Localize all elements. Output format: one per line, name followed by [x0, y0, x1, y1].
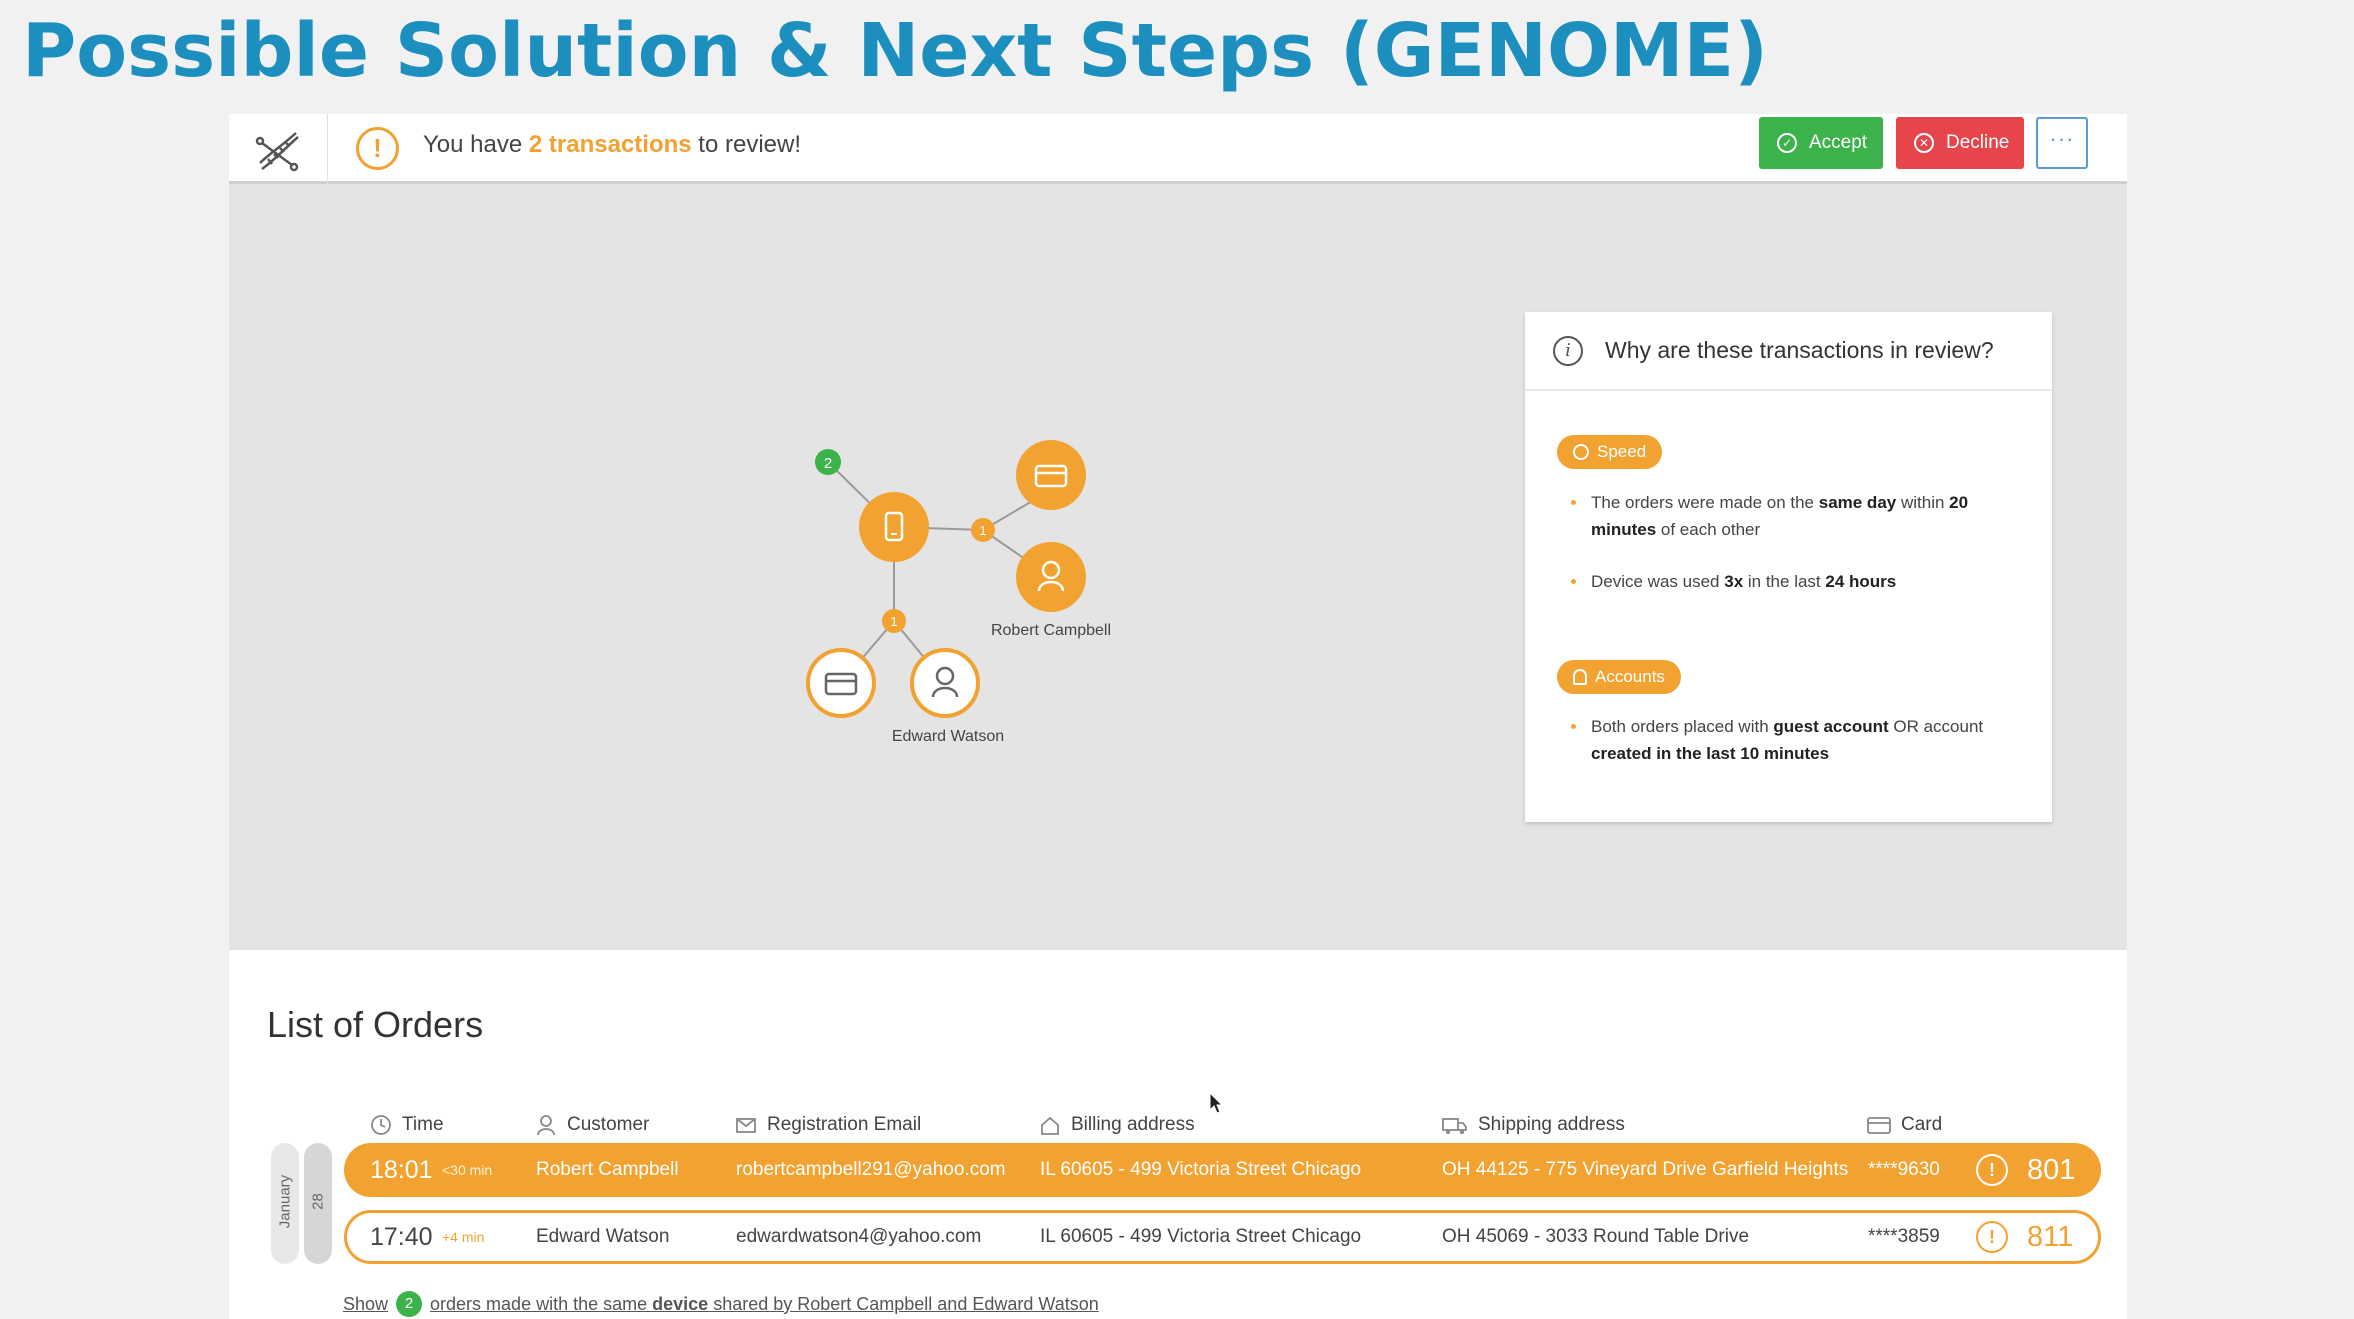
- order-card: ****9630: [1868, 1159, 1940, 1180]
- speed-tag: Speed: [1557, 435, 1663, 469]
- orders-title: List of Orders: [267, 1004, 484, 1045]
- col-email[interactable]: Registration Email: [735, 1114, 921, 1136]
- graph-badge-1-top[interactable]: 1: [971, 518, 995, 542]
- clock-icon: [1573, 444, 1589, 460]
- speed-reason-2: Device was used 3x in the last 24 hours: [1571, 568, 2021, 595]
- slide-title: Possible Solution & Next Steps (GENOME): [22, 8, 1768, 94]
- accept-label: Accept: [1809, 132, 1868, 153]
- month-label: January: [276, 1174, 294, 1229]
- risk-warning-icon: !: [1976, 1221, 2008, 1253]
- review-reasons-panel: i Why are these transactions in review? …: [1525, 312, 2052, 822]
- decline-button[interactable]: ✕ Decline: [1896, 117, 2024, 169]
- decline-label: Decline: [1946, 132, 2010, 153]
- speed-tag-label: Speed: [1597, 442, 1647, 461]
- order-row[interactable]: 18:01 <30 min Robert Campbell robertcamp…: [344, 1143, 2101, 1197]
- day-label: 28: [309, 1193, 327, 1210]
- relationship-graph-area: 2 1 1 Robert Campbell Edward Watson i Wh…: [229, 184, 2127, 950]
- accept-button[interactable]: ✓ Accept: [1759, 117, 1883, 169]
- shared-device-link[interactable]: Show 2 orders made with the same device …: [343, 1291, 1099, 1317]
- alert-prefix: You have: [423, 131, 523, 158]
- order-billing: IL 60605 - 499 Victoria Street Chicago: [1040, 1226, 1362, 1247]
- panel-title: Why are these transactions in review?: [1605, 337, 1994, 363]
- day-pill: 28: [304, 1143, 332, 1264]
- order-shipping: OH 45069 - 3033 Round Table Drive: [1442, 1226, 1750, 1247]
- col-customer[interactable]: Customer: [535, 1114, 649, 1136]
- warning-icon: !: [356, 127, 399, 170]
- badge-count-1-bottom: 1: [890, 614, 897, 629]
- order-customer: Edward Watson: [536, 1226, 670, 1247]
- speed-reason-1: The orders were made on the same day wit…: [1571, 489, 2021, 543]
- person-icon: [1573, 669, 1587, 685]
- risk-warning-icon: !: [1976, 1154, 2008, 1186]
- order-time-delta: <30 min: [442, 1162, 493, 1178]
- col-customer-label: Customer: [567, 1114, 650, 1135]
- order-time: 18:01: [370, 1155, 433, 1184]
- shared-count-badge: 2: [396, 1291, 423, 1317]
- col-shipping-label: Shipping address: [1478, 1114, 1625, 1135]
- mail-icon: [736, 1118, 756, 1133]
- order-customer: Robert Campbell: [536, 1159, 679, 1180]
- col-card[interactable]: Card: [1867, 1114, 1942, 1136]
- accounts-reason-1: Both orders placed with guest account OR…: [1571, 713, 2021, 767]
- genome-app-window: ! You have 2 transactions to review! ✓ A…: [229, 114, 2127, 1319]
- info-icon: i: [1553, 335, 1583, 366]
- col-shipping[interactable]: Shipping address: [1442, 1114, 1625, 1136]
- graph-badge-2[interactable]: 2: [815, 449, 841, 475]
- col-billing-label: Billing address: [1071, 1114, 1195, 1135]
- col-time-label: Time: [402, 1114, 444, 1135]
- robert-node-label: Robert Campbell: [991, 622, 1111, 639]
- order-email: robertcampbell291@yahoo.com: [736, 1159, 1006, 1180]
- person-icon: [537, 1115, 555, 1136]
- order-risk-score: 811: [2027, 1220, 2074, 1253]
- order-time-delta: +4 min: [442, 1229, 485, 1245]
- badge-count-2: 2: [824, 455, 832, 472]
- graph-badge-1-bottom[interactable]: 1: [882, 609, 906, 633]
- alert-suffix: to review!: [698, 131, 801, 158]
- graph-node-device[interactable]: [859, 492, 929, 562]
- badge-count-1-top: 1: [979, 523, 986, 538]
- order-row[interactable]: 17:40 +4 min Edward Watson edwardwatson4…: [344, 1210, 2101, 1264]
- x-circle-icon: ✕: [1914, 133, 1934, 153]
- truck-icon: [1442, 1118, 1467, 1134]
- graph-node-robert[interactable]: [1016, 542, 1086, 612]
- genome-logo-icon[interactable]: [229, 114, 328, 184]
- col-time[interactable]: Time: [370, 1114, 444, 1136]
- show-link[interactable]: Show: [343, 1293, 389, 1314]
- alert-transactions-count: 2 transactions: [528, 131, 692, 158]
- check-icon: ✓: [1777, 133, 1797, 153]
- col-email-label: Registration Email: [767, 1114, 922, 1135]
- graph-node-card-left[interactable]: [806, 648, 876, 718]
- edward-node-label: Edward Watson: [892, 728, 1004, 745]
- panel-header: i Why are these transactions in review?: [1525, 312, 2052, 391]
- order-risk-score: 801: [2027, 1153, 2076, 1186]
- mouse-cursor-icon: [1209, 1092, 1224, 1114]
- review-alert-text: You have 2 transactions to review!: [423, 131, 801, 159]
- order-email: edwardwatson4@yahoo.com: [736, 1226, 982, 1247]
- credit-card-icon: [1867, 1117, 1891, 1134]
- month-pill: January: [271, 1143, 299, 1264]
- accounts-tag-label: Accounts: [1595, 667, 1665, 686]
- graph-node-edward[interactable]: [910, 648, 980, 718]
- col-billing[interactable]: Billing address: [1039, 1114, 1195, 1136]
- order-time: 17:40: [370, 1222, 433, 1251]
- order-card: ****3859: [1868, 1226, 1940, 1247]
- col-card-label: Card: [1901, 1114, 1943, 1135]
- relationship-graph: 2 1 1 Robert Campbell Edward Watson: [806, 440, 1111, 745]
- accounts-tag: Accounts: [1557, 660, 1681, 694]
- graph-node-card-top[interactable]: [1016, 440, 1086, 510]
- house-icon: [1041, 1116, 1059, 1135]
- shared-device-text[interactable]: orders made with the same device shared …: [430, 1293, 1099, 1314]
- top-bar: ! You have 2 transactions to review! ✓ A…: [229, 114, 2127, 184]
- order-billing: IL 60605 - 499 Victoria Street Chicago: [1040, 1159, 1362, 1180]
- clock-icon: [371, 1115, 391, 1135]
- more-options-button[interactable]: ···: [2036, 117, 2088, 169]
- order-shipping: OH 44125 - 775 Vineyard Drive Garfield H…: [1442, 1159, 1849, 1180]
